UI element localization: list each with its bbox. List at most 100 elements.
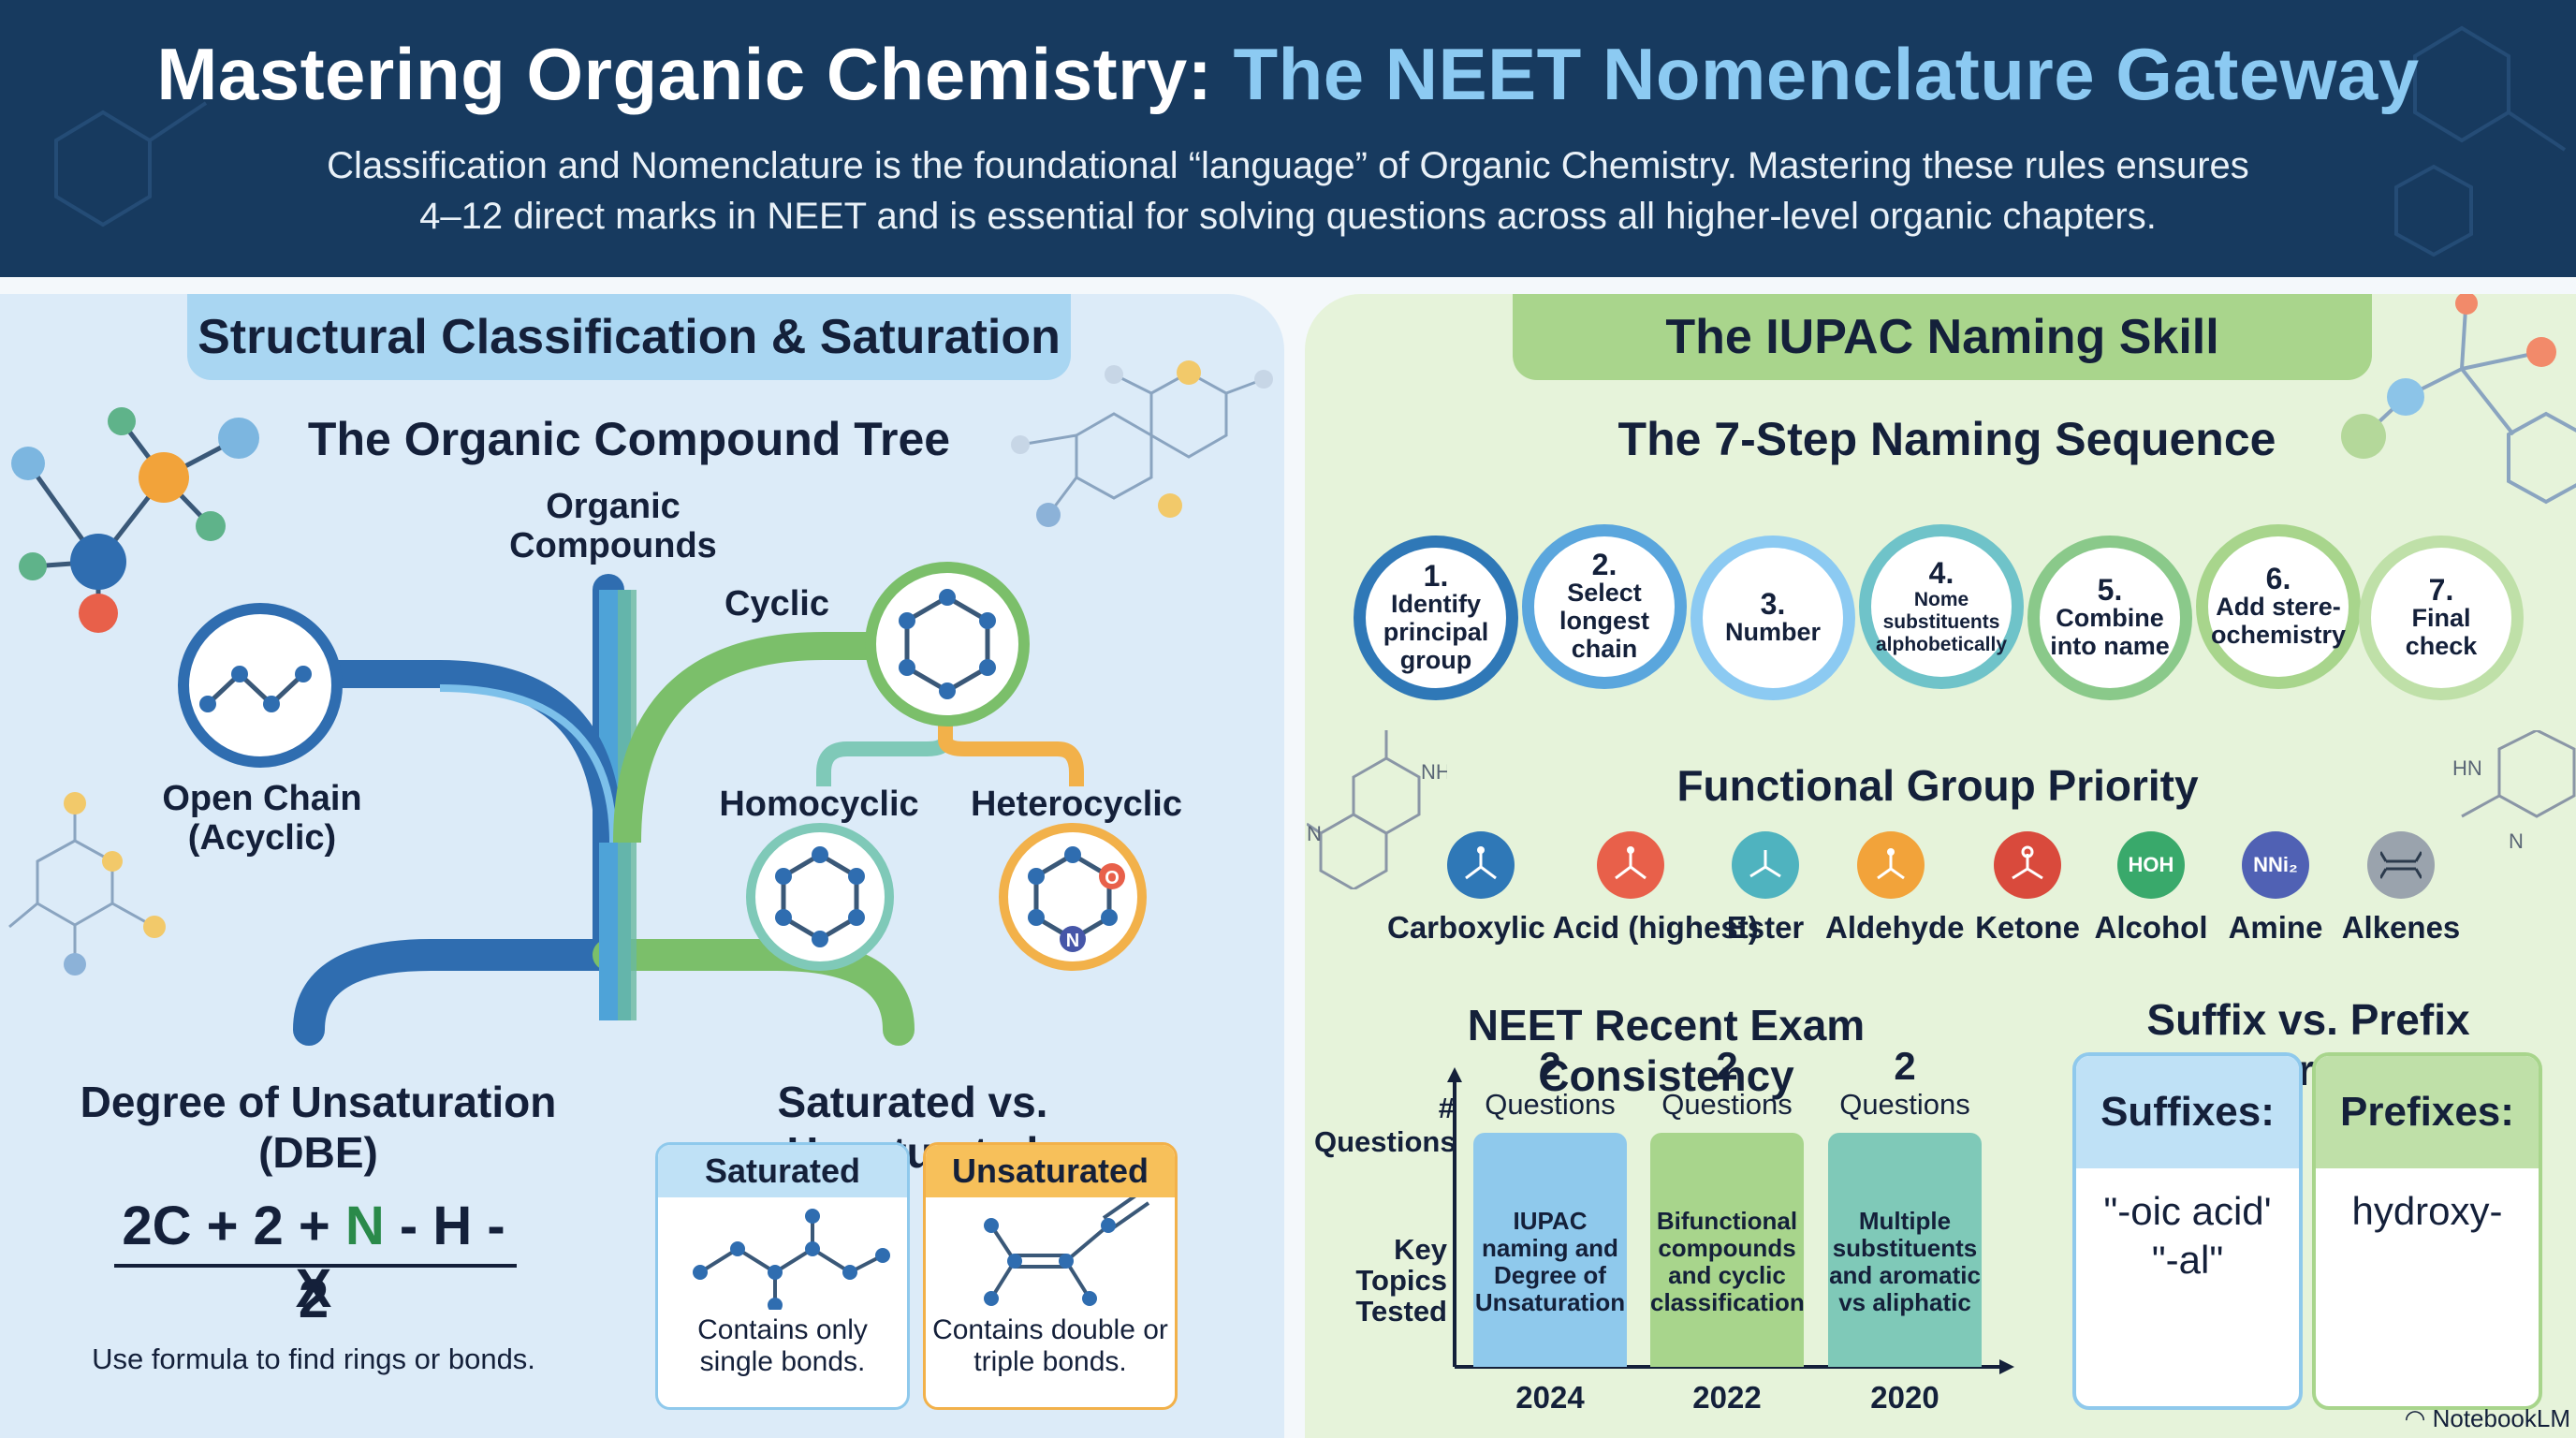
fg-label: Aldehyde xyxy=(1825,910,1965,945)
step-2: 2.Select longest chain xyxy=(1534,536,1675,677)
right-molecule-decor-icon xyxy=(2341,294,2576,505)
fg-label: Carboxylic Acid (highest) xyxy=(1387,910,1759,945)
exam-bar-year: 2020 xyxy=(1870,1380,1939,1415)
subtitle-line-1: Classification and Nomenclature is the f… xyxy=(327,145,2249,186)
fg-carboxylic-acid: Carboxylic Acid (highest) xyxy=(1387,831,1759,946)
exam-bar-2020 xyxy=(1828,1133,1982,1367)
carboxylic-acid-alt-icon xyxy=(1597,831,1664,899)
exam-bar-year: 2022 xyxy=(1692,1380,1762,1415)
ketone-icon xyxy=(1994,831,2061,899)
exam-chart-axes xyxy=(1447,1067,2014,1374)
suffixes-list: "-oic acid' "-al" xyxy=(2076,1168,2299,1284)
exam-bar-2022 xyxy=(1650,1133,1804,1367)
sequence-title: The 7-Step Naming Sequence xyxy=(1617,413,2276,465)
prefixes-card: Prefixes: hydroxy- xyxy=(2312,1052,2542,1410)
step-4: 4.Nome substituents alphobetically xyxy=(1871,536,2012,677)
saturated-label: Saturated xyxy=(658,1145,907,1197)
exam-bar-year: 2024 xyxy=(1515,1380,1585,1415)
carboxylic-acid-icon xyxy=(1447,831,1515,899)
cyclic-label: Cyclic xyxy=(724,584,829,624)
unsaturated-card: Unsaturated Contains double or triple bo… xyxy=(923,1142,1178,1410)
homocyclic-node-icon xyxy=(746,823,894,971)
step-7: 7.Final check xyxy=(2371,548,2511,688)
exam-bar-topic: Bifunctional compounds and cyclic classi… xyxy=(1650,1207,1805,1316)
cyclic-node-icon xyxy=(865,562,1030,726)
unsaturated-desc: Contains double or triple bonds. xyxy=(932,1314,1168,1377)
heterocyclic-label: Heterocyclic xyxy=(970,785,1182,824)
fg-label: Alcohol xyxy=(2094,910,2208,945)
fg-alkenes: Alkenes xyxy=(2340,831,2462,946)
brand-label: ◠ NotebookLM xyxy=(2404,1404,2570,1432)
compound-tree-diagram: O N xyxy=(8,360,1273,1046)
unsaturated-label: Unsaturated xyxy=(926,1145,1175,1197)
fg-ketone: Ketone xyxy=(1971,831,2084,946)
fraction-bar xyxy=(114,1264,517,1268)
saturated-card: Saturated Contains only single bonds. xyxy=(655,1142,910,1410)
step-3: 3.Number xyxy=(1703,548,1843,688)
hetero-atom-o: O xyxy=(1105,868,1120,888)
header-molecule-decor xyxy=(54,25,2567,257)
fg-label: Ester xyxy=(1726,910,1805,945)
root-label: Organic Compounds xyxy=(509,487,717,565)
suffixes-label: Suffixes: xyxy=(2076,1056,2299,1168)
fg-aldehyde: Aldehyde xyxy=(1825,831,1965,946)
dbe-title: Degree of Unsaturation (DBE) xyxy=(80,1078,557,1177)
title-highlight: The NEET Nomenclature Gateway xyxy=(1233,33,2420,115)
exam-y-axis-label: # Questions xyxy=(1314,1092,1456,1158)
aldehyde-icon xyxy=(1857,831,1925,899)
molecule-decor-lower-icon xyxy=(8,792,166,976)
open-chain-label: Open Chain (Acyclic) xyxy=(162,779,362,858)
unsaturated-molecule-icon xyxy=(984,1190,1150,1306)
ester-icon xyxy=(1732,831,1799,899)
fg-alcohol: HOH Alcohol xyxy=(2093,831,2209,946)
notebooklm-logo-icon: ◠ xyxy=(2404,1404,2433,1432)
suffixes-card: Suffixes: "-oic acid' "-al" xyxy=(2072,1052,2303,1410)
open-chain-node-icon xyxy=(178,603,343,768)
hetero-atom-n: N xyxy=(1066,931,1079,951)
fg-ester: Ester xyxy=(1719,831,1812,946)
prefixes-list: hydroxy- xyxy=(2316,1168,2539,1236)
fg-amine: NNi₂ Amine xyxy=(2224,831,2327,946)
step-5: 5.Combine into name xyxy=(2040,548,2180,688)
saturated-molecule-icon xyxy=(693,1209,890,1313)
prefix-item: hydroxy- xyxy=(2351,1189,2503,1233)
dbe-n-term: N xyxy=(344,1196,385,1256)
exam-bar-topic: IUPAC naming and Degree of Unsaturation xyxy=(1474,1207,1626,1316)
page-subtitle: Classification and Nomenclature is the f… xyxy=(159,140,2417,242)
svg-text:NH: NH xyxy=(1421,760,1447,784)
fg-label: Amine xyxy=(2228,910,2323,945)
exam-bar-2024 xyxy=(1473,1133,1627,1367)
exam-chart-title: NEET Recent Exam Consistency xyxy=(1467,1001,1866,1100)
saturated-desc: Contains only single bonds. xyxy=(697,1314,868,1377)
step-6: 6.Add stere-ochemistry xyxy=(2208,536,2349,677)
heterocyclic-node-icon: O N xyxy=(999,823,1147,971)
suffix-item: "-al" xyxy=(2151,1238,2224,1282)
molecule-decor-icon xyxy=(11,407,259,633)
fg-label: Ketone xyxy=(1975,910,2080,945)
exam-topics-axis-label: Key Topics Tested xyxy=(1355,1233,1447,1328)
fg-label: Alkenes xyxy=(2341,910,2461,945)
header-bar xyxy=(0,0,2576,277)
amine-icon: NNi₂ xyxy=(2242,831,2309,899)
dbe-denominator: 2 xyxy=(298,1269,329,1329)
subtitle-line-2: 4–12 direct marks in NEET and is essenti… xyxy=(419,196,2157,237)
tree-title: The Organic Compound Tree xyxy=(307,413,951,465)
dbe-numerator: 2C + 2 + N - H - X xyxy=(122,1196,505,1319)
pyrimidine-decor-icon: HN N xyxy=(2452,730,2576,853)
prefixes-label: Prefixes: xyxy=(2316,1056,2539,1168)
svg-text:N: N xyxy=(2509,829,2524,853)
exam-bar-topic: Multiple substituents and aromatic vs al… xyxy=(1829,1207,1981,1316)
left-section-banner: Structural Classification & Saturation xyxy=(187,294,1071,380)
alkene-icon xyxy=(2367,831,2435,899)
page-title: Mastering Organic Chemistry: The NEET No… xyxy=(156,33,2420,115)
alcohol-icon: HOH xyxy=(2117,831,2185,899)
step-1: 1.Identify principal group xyxy=(1366,548,1506,688)
purine-decor-icon: NH N xyxy=(1307,730,1447,889)
homocyclic-label: Homocyclic xyxy=(719,785,919,824)
svg-text:HN: HN xyxy=(2452,756,2482,780)
fg-title: Functional Group Priority xyxy=(1676,761,2199,810)
dbe-note: Use formula to find rings or bonds. xyxy=(92,1343,535,1375)
